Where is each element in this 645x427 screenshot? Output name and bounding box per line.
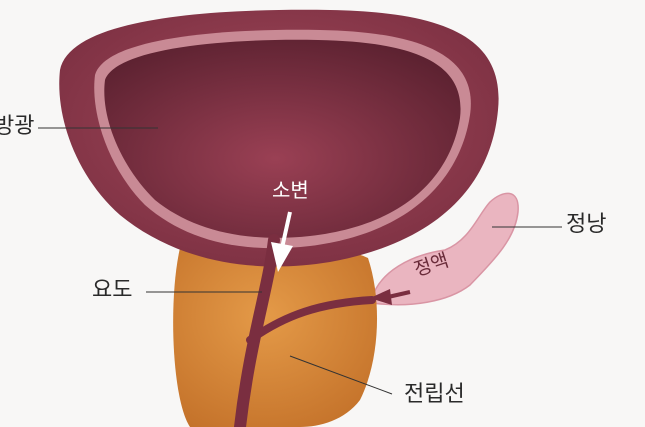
arrow-down-icon [271, 211, 293, 272]
urine-label: 소변 [272, 178, 309, 202]
bladder-cavity [104, 39, 461, 238]
prostate-leader-line [289, 355, 393, 395]
prostate [173, 242, 378, 427]
arrow-left-icon [370, 289, 411, 305]
prostate-label: 전립선 [404, 382, 465, 407]
bladder-label: 방광 [0, 114, 35, 139]
ejaculatory-duct [246, 296, 376, 344]
urethra [234, 234, 280, 427]
seminal-vesicle-label: 정낭 [566, 212, 607, 237]
urethra-label: 요도 [92, 278, 133, 303]
seminal-vesicle [371, 192, 519, 306]
